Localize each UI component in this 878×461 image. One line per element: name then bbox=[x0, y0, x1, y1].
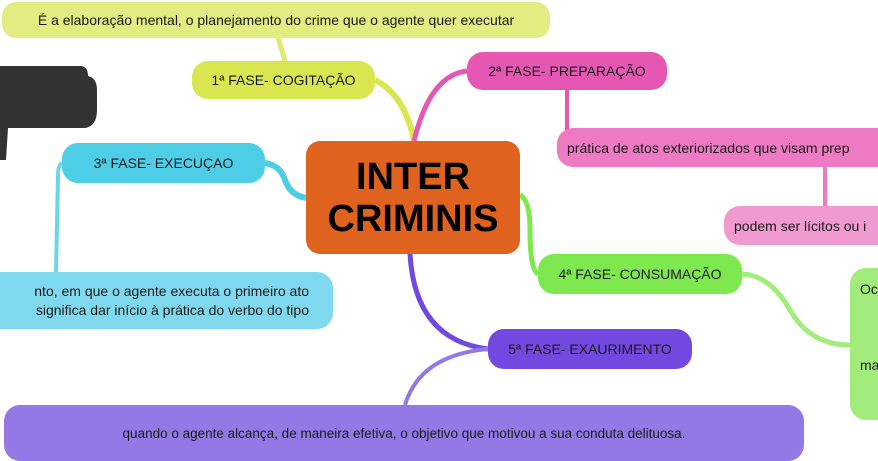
execucao-note[interactable]: nto, em que o agente executa o primeiro … bbox=[0, 272, 333, 329]
note-line: significa dar início à prática do verbo … bbox=[35, 301, 309, 318]
node-label: 3ª FASE- EXECUÇAO bbox=[93, 155, 234, 171]
note-line: c bbox=[860, 375, 878, 394]
phase-3-node[interactable]: 3ª FASE- EXECUÇAO bbox=[62, 143, 265, 183]
preparacao-note[interactable]: prática de atos exteriorizados que visam… bbox=[557, 128, 878, 167]
note-line: na bbox=[860, 337, 878, 356]
center-line-2: CRIMINIS bbox=[327, 197, 499, 240]
exaurimento-note[interactable]: quando o agente alcança, de maneira efet… bbox=[4, 405, 804, 461]
preparacao-note-2[interactable]: podem ser lícitos ou i bbox=[724, 206, 878, 245]
note-line: Oc bbox=[860, 281, 878, 297]
note-line: ma bbox=[860, 357, 878, 373]
note-line: nto, em que o agente executa o primeiro … bbox=[34, 282, 309, 299]
cogitacao-note[interactable]: É a elaboração mental, o planejamento do… bbox=[2, 2, 550, 38]
note-text: É a elaboração mental, o planejamento do… bbox=[37, 12, 515, 28]
phase-2-node[interactable]: 2ª FASE- PREPARAÇÃO bbox=[467, 52, 667, 90]
node-label: 2ª FASE- PREPARAÇÃO bbox=[488, 63, 646, 79]
node-label: 4ª FASE- CONSUMAÇÃO bbox=[558, 266, 722, 282]
note-text: podem ser lícitos ou i bbox=[734, 217, 867, 234]
node-label: 1ª FASE- COGITAÇÃO bbox=[211, 72, 356, 88]
center-line-1: INTER bbox=[356, 155, 470, 198]
dark-shape bbox=[0, 66, 97, 160]
phase-1-node[interactable]: 1ª FASE- COGITAÇÃO bbox=[192, 61, 375, 99]
node-label: 5ª FASE- EXAURIMENTO bbox=[508, 341, 672, 357]
consumacao-note[interactable]: Oc na ma c bbox=[850, 268, 878, 420]
center-node[interactable]: INTER CRIMINIS bbox=[306, 141, 520, 254]
phase-5-node[interactable]: 5ª FASE- EXAURIMENTO bbox=[488, 329, 692, 369]
phase-4-node[interactable]: 4ª FASE- CONSUMAÇÃO bbox=[538, 254, 742, 294]
note-text: prática de atos exteriorizados que visam… bbox=[567, 139, 850, 156]
note-text: quando o agente alcança, de maneira efet… bbox=[122, 425, 686, 441]
